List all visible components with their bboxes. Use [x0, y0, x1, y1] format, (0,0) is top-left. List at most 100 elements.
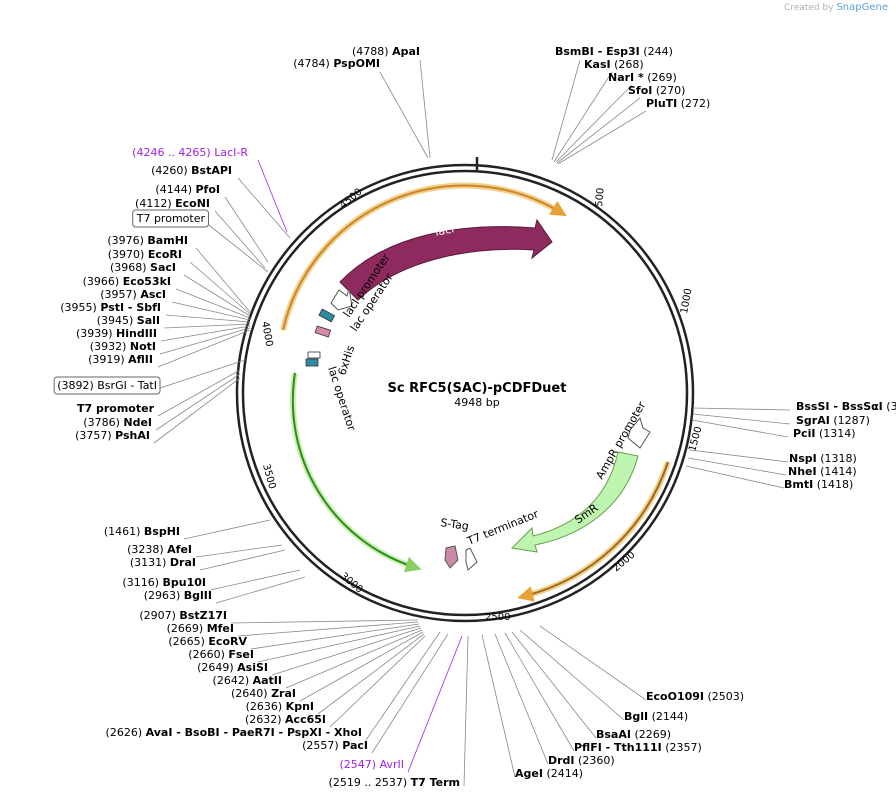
site-label[interactable]: (3932) NotI [90, 340, 156, 353]
tick-label-4500: 4500 [338, 187, 365, 212]
feature-s-tag[interactable] [444, 545, 459, 569]
leader-line [224, 196, 269, 263]
leader-line [481, 634, 516, 778]
svg-text:(3116) Bpu10I: (3116) Bpu10I [122, 576, 206, 589]
feature-label-t7-promoter[interactable]: T7 promoter [132, 209, 209, 228]
site-label[interactable]: (2547) AvrII [340, 758, 404, 771]
site-label[interactable]: (3757) PshAI [75, 429, 150, 442]
site-label[interactable]: SfoI (270) [628, 84, 685, 97]
site-label[interactable]: PluTI (272) [646, 97, 710, 110]
site-label[interactable]: (2519 .. 2537) T7 Term [329, 776, 460, 789]
leader-line [685, 465, 785, 489]
site-label[interactable]: (2649) AsiSI [197, 661, 268, 674]
site-label[interactable]: (2665) EcoRV [168, 635, 247, 648]
site-label[interactable]: BssSI - BssSαI (3685) [796, 400, 896, 413]
leader-line [371, 633, 449, 754]
feature-laci[interactable] [339, 218, 553, 301]
feature-6xhis[interactable] [314, 325, 332, 338]
svg-text:BmtI (1418): BmtI (1418) [784, 478, 853, 491]
site-label[interactable]: (4260) BstAPI [151, 164, 232, 177]
site-label[interactable]: BmtI (1418) [784, 478, 853, 491]
feature-laci-promoter[interactable] [330, 287, 353, 311]
site-label[interactable]: (2642) AatII [213, 674, 282, 687]
backbone-outer [235, 163, 695, 623]
site-label[interactable]: PciI (1314) [793, 427, 856, 440]
site-label[interactable]: BsmBI - Esp3I (244) [555, 45, 673, 58]
green-arc-left [289, 372, 415, 570]
site-label[interactable]: (3957) AscI [100, 288, 166, 301]
svg-text:(2669) MfeI: (2669) MfeI [167, 622, 234, 635]
tick-label-1000: 1000 [679, 288, 694, 315]
tick-label-2500: 2500 [485, 612, 510, 623]
svg-text:PluTI (272): PluTI (272) [646, 97, 710, 110]
site-label[interactable]: T7 promoter [77, 402, 155, 415]
svg-text:(1461) BspHI: (1461) BspHI [104, 525, 180, 538]
leader-line [365, 631, 441, 741]
site-label[interactable]: (2626) AvaI - BsoBI - PaeR7I - PspXI - X… [106, 726, 362, 739]
site-label[interactable]: (3945) SalI [97, 314, 160, 327]
feature-ampr-promoter[interactable] [627, 416, 651, 449]
site-label[interactable]: (2557) PacI [302, 739, 368, 752]
feature-lac-operator-2[interactable] [305, 358, 319, 367]
site-label[interactable]: (3968) SacI [110, 261, 176, 274]
site-label[interactable]: (3970) EcoRI [108, 248, 182, 261]
site-label[interactable]: (3131) DraI [130, 556, 196, 569]
leader-line [504, 632, 575, 752]
site-label[interactable]: EcoO109I (2503) [646, 690, 744, 703]
svg-text:(3955) PstI - SbfI: (3955) PstI - SbfI [60, 301, 161, 314]
site-label[interactable]: (2660) FseI [188, 648, 254, 661]
site-label[interactable]: SgrAI (1287) [796, 414, 870, 427]
leader-line [285, 629, 423, 689]
site-label[interactable]: (3116) Bpu10I [122, 576, 206, 589]
site-label[interactable]: (3955) PstI - SbfI [60, 301, 161, 314]
site-label[interactable]: (2669) MfeI [167, 622, 234, 635]
svg-text:(2519 .. 2537) T7 Term: (2519 .. 2537) T7 Term [329, 776, 460, 789]
site-label[interactable]: (3919) AflII [88, 353, 153, 366]
site-label[interactable]: (1461) BspHI [104, 525, 180, 538]
leader-line [691, 419, 789, 438]
site-label[interactable]: (4112) EcoNI [135, 197, 210, 210]
leader-line [494, 633, 549, 765]
backbone-inner [241, 169, 689, 617]
site-label[interactable]: (3976) BamHI [107, 234, 188, 247]
feature-t7-box[interactable] [307, 351, 321, 359]
site-label[interactable]: NspI (1318) [789, 452, 857, 465]
svg-text:(3939) HindIII: (3939) HindIII [76, 327, 157, 340]
site-label[interactable]: NarI * (269) [608, 71, 677, 84]
svg-text:(2547) AvrII: (2547) AvrII [340, 758, 404, 771]
svg-text:EcoO109I (2503): EcoO109I (2503) [646, 690, 744, 703]
feature-smr[interactable] [510, 451, 639, 553]
site-leader-lines [153, 59, 791, 787]
site-label[interactable]: BglI (2144) [624, 710, 688, 723]
site-label[interactable]: (3939) HindIII [76, 327, 157, 340]
site-label[interactable]: DrdI (2360) [548, 754, 615, 767]
site-label[interactable]: BsaAI (2269) [596, 728, 671, 741]
site-label[interactable]: (3786) NdeI [83, 416, 152, 429]
t7-promoter-box [53, 376, 161, 395]
leader-line [159, 327, 251, 355]
site-label[interactable]: KasI (268) [584, 58, 644, 71]
leader-line [157, 369, 241, 417]
feature-label-t7-promoter[interactable]: (3892) BsrGI - TatI [53, 376, 161, 395]
site-label[interactable]: (3238) AfeI [127, 543, 192, 556]
site-label[interactable]: (4246 .. 4265) LacI-R [132, 146, 248, 159]
svg-text:(2632) Acc65I: (2632) Acc65I [245, 713, 326, 726]
site-label[interactable]: (2640) ZraI [231, 687, 296, 700]
site-label[interactable]: (2636) KpnI [246, 700, 314, 713]
site-label[interactable]: (3966) Eco53kI [83, 275, 171, 288]
leader-line [407, 635, 463, 773]
feature-lac-operator-1[interactable] [318, 308, 336, 323]
site-label[interactable]: (2907) BstZ17I [139, 609, 227, 622]
feature-t7-terminator[interactable] [465, 547, 478, 571]
site-label[interactable]: NheI (1414) [788, 465, 857, 478]
leader-line [551, 59, 581, 161]
svg-text:T7 promoter: T7 promoter [77, 402, 155, 415]
site-label[interactable]: (2963) BglII [144, 589, 212, 602]
svg-text:(2660) FseI: (2660) FseI [188, 648, 254, 661]
site-label[interactable]: (2632) Acc65I [245, 713, 326, 726]
site-label[interactable]: PflFI - Tth111I (2357) [574, 741, 702, 754]
site-label[interactable]: (4788) ApaI [352, 45, 420, 58]
site-label[interactable]: (4784) PspOMI [293, 57, 380, 70]
site-label[interactable]: AgeI (2414) [515, 767, 583, 780]
site-label[interactable]: (4144) PfoI [155, 183, 220, 196]
